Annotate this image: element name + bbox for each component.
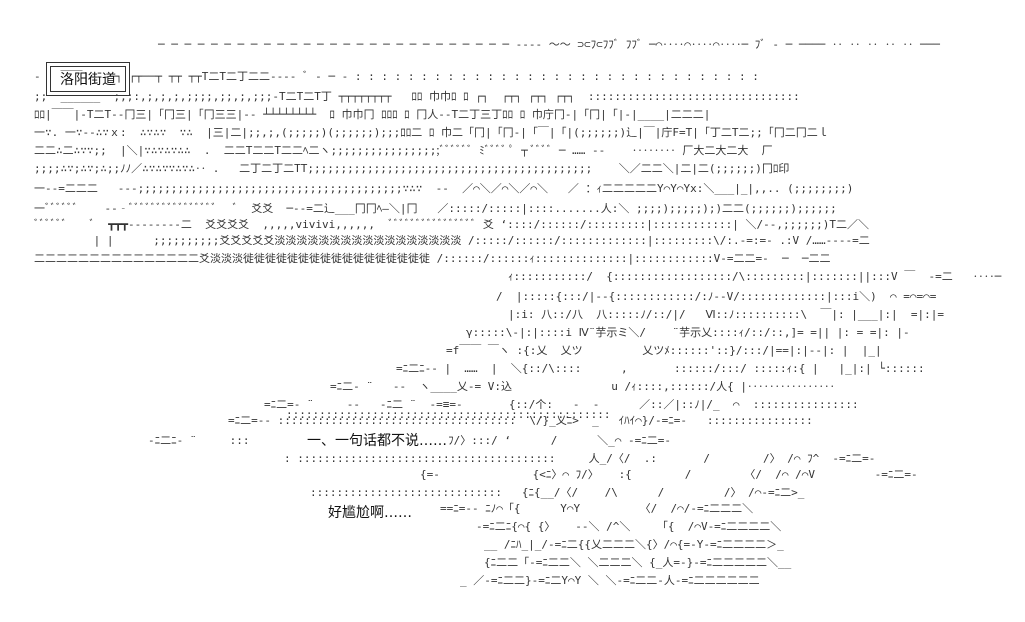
svg-text:γ:::::\‐|:|::::i Ⅳ¨芋示ミ＼/ ¨芋: γ:::::\‐|:|::::i Ⅳ¨芋示ミ＼/ ¨芋示乂::::ｨ/::/::… — [466, 326, 910, 339]
location-caption-text: 洛阳街道 — [60, 72, 116, 88]
svg-text:=f￣￣ ￣ヽ :{:乂 乂ツ 乂ツﾒ::: =f￣￣ ￣ヽ :{:乂 乂ツ 乂ツﾒ::::::'::}/:::/|==|:|… — [446, 343, 882, 357]
svg-text:: ::::::::::::::::::::::::::::: : ::::::::::::::::::::::::::::::::::::::… — [284, 452, 875, 465]
speech-bubble-outline-1: ::::::::::::::::::::::::::::::::::::::::… — [286, 408, 611, 421]
dialogue-line-2: 好尴尬啊…… — [326, 502, 414, 522]
svg-text:::::::::::::::::::::::::::::::: ::::::::::::::::::::::::::::::::::::::::… — [286, 408, 611, 421]
svg-text:/ |:::::{:::/|‐‐{::::::::::::: / |:::::{:::/|‐‐{::::::::::::/:ﾉ‐‐V/::::… — [496, 290, 937, 303]
svg-text:‐ ￣￣|‐‐‐─┐ ┌┬──┬ ┬┬ ┬┬T二T二丁二: ‐ ￣￣|‐‐‐─┐ ┌┬──┬ ┬┬ ┬┬T二T二丁二二‐‐‐‐ ﾞ ‐ ─ … — [34, 69, 759, 83]
svg-text:| | ;;;;;;;;;;爻爻爻爻爻淡淡淡淡淡淡: | | ;;;;;;;;;;爻爻爻爻爻淡淡淡淡淡淡淡淡淡淡淡淡淡淡淡淡淡 /::… — [34, 234, 870, 247]
svg-text:二二二二二二二二二二二二二二二爻淡淡淡徙徙徙徙徙徙徙徙徙徙徙: 二二二二二二二二二二二二二二二爻淡淡淡徙徙徙徙徙徙徙徙徙徙徙徙徙徙徙徙徙 /::… — [34, 252, 831, 265]
svg-text:__ /ﾆﾊ_|_/‐=ﾆ二{{乂二二二＼{〉/⌒{=‐Y‐: __ /ﾆﾊ_|_/‐=ﾆ二{{乂二二二＼{〉/⌒{=‐Y‐=ﾆ二二二二＞_ — [484, 538, 784, 551]
svg-text::::::::::::::::::::::::::::::: ::::::::::::::::::::::::::::: {ﾆ{__/〈/ /… — [310, 486, 805, 499]
svg-text:{=‐ {<ﾆ〉⌒ ﾌ/〉 :: {=‐ {<ﾆ〉⌒ ﾌ/〉 :{ / 〈/ /⌒ /⌒V ‐=ﾆ二=‐ — [420, 468, 918, 481]
svg-text:‐=ﾆ二ﾆ{⌒{ {〉 ‐‐＼ /^＼ 「{ /: ‐=ﾆ二ﾆ{⌒{ {〉 ‐‐＼ /^＼ 「{ /⌒V‐=ﾆ二二二二＼ — [476, 520, 781, 533]
svg-text:_ ／‐=ﾆ二二}‐=ﾆ二Y⌒Y ＼ ＼‐=ﾆ二二‐人‐=ﾆ: _ ／‐=ﾆ二二}‐=ﾆ二Y⌒Y ＼ ＼‐=ﾆ二二‐人‐=ﾆ二二二二二二 — [460, 574, 760, 587]
svg-text:=ﾆ二‐ ¨ ‐‐ ヽ____乂‐= V:込: =ﾆ二‐ ¨ ‐‐ ヽ____乂‐= V:込 u /ｨ::::,::::::/人… — [330, 380, 835, 393]
svg-text:ｨ:::::::::::/ {::::::::::::::: ｨ:::::::::::/ {::::::::::::::::::/\:::::… — [508, 269, 1002, 283]
svg-text:|:i: 八::/八 八:::::ﾉ/::/|/ Ⅵ:: |:i: 八::/八 八:::::ﾉ/::/|/ Ⅵ::ﾉ::::::::::\… — [508, 307, 944, 321]
svg-text:一∵. 一∵‐‐∴∵ｘ: ∴∵∴∵ ∵∴ |三|二|;: 一∵. 一∵‐‐∴∵ｘ: ∴∵∴∵ ∵∴ |三|二|;;,;,(;;;;;)(;… — [34, 125, 829, 139]
svg-text:二二∴二∴∵∵;; |＼|∵∴∵∴∵∴∴ . 二二T二: 二二∴二∴∵∵;; |＼|∵∴∵∴∵∴∴ . 二二T二二T二二ﾍ二ヽ;;;;;;… — [34, 143, 773, 157]
dialogue-line-1: 一、一句话都不说…… — [305, 430, 449, 450]
svg-text:==ﾆ=‐‐ ﾆﾉ⌒「{ Y⌒Y: ==ﾆ=‐‐ ﾆﾉ⌒「{ Y⌒Y 〈/ /⌒/‐=ﾆ二二二＼ — [440, 502, 753, 515]
svg-text:─ ─ ─ ─ ─ ─ ─ ─ ─ ─ ─ ─ ─ ─ ─: ─ ─ ─ ─ ─ ─ ─ ─ ─ ─ ─ ─ ─ ─ ─ ─ ─ ─ ─ ─ … — [157, 38, 940, 51]
svg-text:{ﾆ二二「‐=ﾆ二二＼ ＼二二二＼ {_人=‐}‐=ﾆ二二二: {ﾆ二二「‐=ﾆ二二＼ ＼二二二＼ {_人=‐}‐=ﾆ二二二二二＼__ — [484, 556, 792, 569]
svg-text:=ﾆ二=‐ ¨ ‐‐ ‐ﾆ二 ¨ ‐=≡=‐: =ﾆ二=‐ ¨ ‐‐ ‐ﾆ二 ¨ ‐=≡=‐ {::/个: ‐ ‐ ／::／|:… — [264, 398, 859, 411]
svg-text:一‐‐=二二二 ‐‐‐;;;;;;;;;;;;;;;;;: 一‐‐=二二二 ‐‐‐;;;;;;;;;;;;;;;;;;;;;;;;;;;;;… — [34, 182, 853, 195]
svg-text:;;;;∴∵;∴∵;∴;;ﾉﾉ／∴∵∴∵∵∴∵∴‥ .: ;;;;∴∵;∴∵;∴;;ﾉﾉ／∴∵∴∵∵∴∵∴‥ . 二丁二丁二TT;;;;;… — [34, 162, 789, 175]
rooftops-art: ─ ─ ─ ─ ─ ─ ─ ─ ─ ─ ─ ─ ─ ─ ─ ─ ─ ─ ─ ─ … — [34, 38, 940, 265]
svg-text:ﾛﾛ|￣￣|‐T二T‐‐冂三|「冂三|「冂三三|‐‐ ┴┴┴: ﾛﾛ|￣￣|‐T二T‐‐冂三|「冂三|「冂三三|‐‐ ┴┴┴┴┴┴┴┴ ﾛ 巾巾… — [34, 107, 710, 121]
svg-text:;; ______ ;,;:,;,;,;,;;;;,;;: ;; ______ ;,;:,;,;,;,;;;;,;;,;,;;;‐T二T二T… — [34, 89, 800, 103]
svg-text:=ﾆ二ﾆ‐‐ | …… | ＼{::/\::::: =ﾆ二ﾆ‐‐ | …… | ＼{::/\:::: , ::::::/:::/ :… — [396, 361, 925, 375]
character-figure-art: ｨ:::::::::::/ {::::::::::::::::::/\:::::… — [148, 269, 1002, 587]
svg-text:ﾞﾞﾞﾞﾞﾞ ﾞ ┳┳┳‐‐‐‐‐‐‐‐二 爻爻爻: ﾞﾞﾞﾞﾞﾞ ﾞ ┳┳┳‐‐‐‐‐‐‐‐二 爻爻爻爻 ,,,,,vivivi,,… — [34, 218, 869, 231]
location-caption-box: 洛阳街道 — [46, 62, 130, 96]
svg-text:=ﾆ二=‐‐ :::::::::::::::::::::::: =ﾆ二=‐‐ :::::::::::::::::::::::::::::::::… — [228, 414, 813, 427]
svg-text:一ﾞﾞﾞﾞﾞﾞ ‐‐‐ﾞﾞﾞﾞﾞﾞﾞﾞﾞﾞﾞﾞﾞﾞﾞﾞ: 一ﾞﾞﾞﾞﾞﾞ ‐‐‐ﾞﾞﾞﾞﾞﾞﾞﾞﾞﾞﾞﾞﾞﾞﾞﾞ ﾞ 爻爻 ─‐‐=二辶_… — [34, 202, 837, 215]
